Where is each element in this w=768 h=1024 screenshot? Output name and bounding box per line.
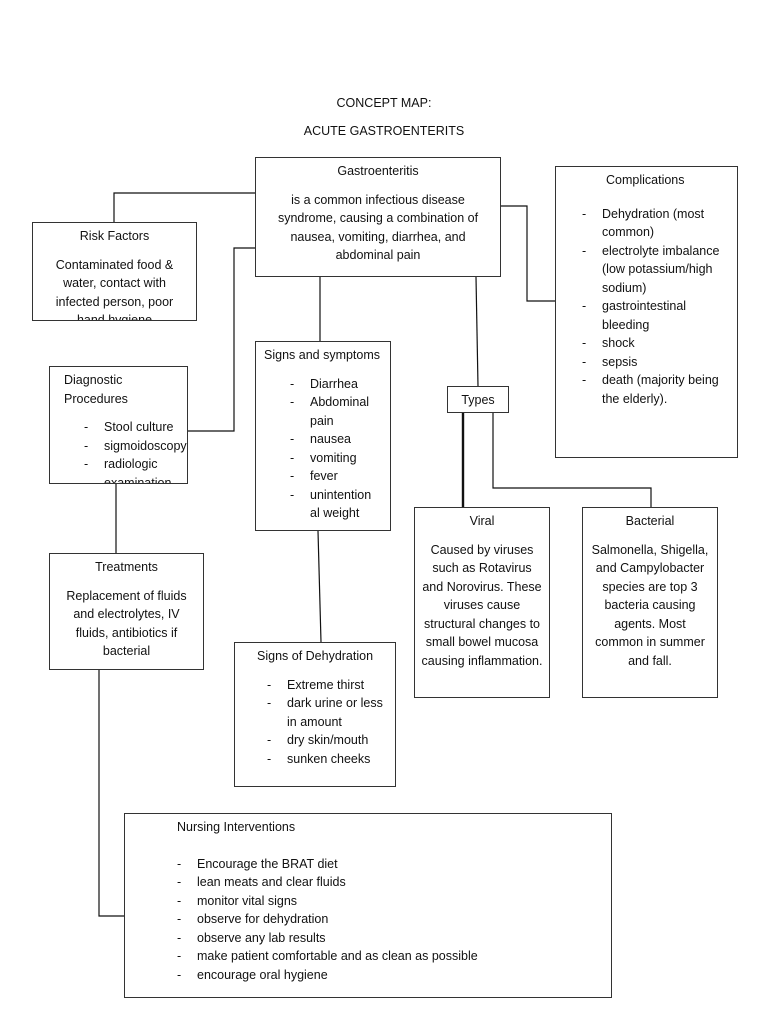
complications-item: death (majority being the elderly). bbox=[580, 371, 727, 408]
complications-list: Dehydration (most common) electrolyte im… bbox=[580, 205, 727, 409]
complications-title: Complications bbox=[606, 173, 685, 187]
bacterial-box: Bacterial Salmonella, Shigella, and Camp… bbox=[582, 507, 718, 698]
complications-box: Complications Dehydration (most common) … bbox=[555, 166, 738, 458]
dehydration-item: sunken cheeks bbox=[265, 750, 387, 769]
connector-gastro-diagnostic bbox=[188, 247, 255, 432]
diagram-title-line2: ACUTE GASTROENTERITS bbox=[303, 124, 465, 138]
complications-item: electrolyte imbalance (low potassium/hig… bbox=[580, 242, 727, 298]
signs-symptoms-box: Signs and symptoms Diarrhea Abdominal pa… bbox=[255, 341, 391, 531]
diagram-title-line1: CONCEPT MAP: bbox=[336, 96, 432, 110]
nursing-item: observe any lab results bbox=[175, 929, 601, 948]
viral-box: Viral Caused by viruses such as Rotaviru… bbox=[414, 507, 550, 698]
diagnostic-procedures-title: Diagnostic Procedures bbox=[64, 373, 128, 406]
risk-factors-box: Risk Factors Contaminated food & water, … bbox=[32, 222, 197, 321]
nursing-item: Encourage the BRAT diet bbox=[175, 855, 601, 874]
nursing-item: encourage oral hygiene bbox=[175, 966, 601, 985]
dehydration-item: dark urine or less in amount bbox=[265, 694, 387, 731]
connector-signs-dehydration bbox=[317, 530, 322, 643]
bacterial-title: Bacterial bbox=[625, 514, 675, 528]
diagnostic-item: sigmoidoscopy bbox=[82, 437, 187, 456]
treatments-box: Treatments Replacement of fluids and ele… bbox=[49, 553, 204, 670]
signs-of-dehydration-list: Extreme thirst dark urine or less in amo… bbox=[265, 676, 387, 769]
risk-factors-body: Contaminated food & water, contact with … bbox=[55, 257, 174, 321]
gastroenteritis-body: is a common infectious disease syndrome,… bbox=[277, 192, 479, 263]
signs-of-dehydration-title: Signs of Dehydration bbox=[257, 649, 374, 663]
treatments-title: Treatments bbox=[95, 560, 158, 574]
signs-of-dehydration-box: Signs of Dehydration Extreme thirst dark… bbox=[234, 642, 396, 787]
complications-item: shock bbox=[580, 334, 727, 353]
bacterial-body: Salmonella, Shigella, and Campylobacter … bbox=[591, 542, 709, 668]
signs-item: Diarrhea bbox=[288, 375, 382, 394]
diagnostic-item: radiologic examination bbox=[82, 455, 181, 483]
connector-gastro-types bbox=[475, 276, 479, 387]
nursing-item: make patient comfortable and as clean as… bbox=[175, 947, 601, 966]
diagnostic-item: Stool culture bbox=[82, 418, 181, 437]
nursing-item: observe for dehydration bbox=[175, 910, 601, 929]
connector-treatments-nursing bbox=[98, 670, 124, 917]
signs-item: Abdominal pain bbox=[288, 393, 382, 430]
viral-title: Viral bbox=[469, 514, 495, 528]
complications-item: gastrointestinal bleeding bbox=[580, 297, 727, 334]
diagnostic-procedures-list: Stool culture sigmoidoscopy radiologic e… bbox=[82, 418, 187, 483]
signs-symptoms-list: Diarrhea Abdominal pain nausea vomiting … bbox=[288, 375, 382, 523]
signs-item: fever bbox=[288, 467, 382, 486]
risk-factors-title: Risk Factors bbox=[79, 229, 150, 243]
nursing-interventions-list: Encourage the BRAT diet lean meats and c… bbox=[175, 855, 601, 985]
signs-item: vomiting bbox=[288, 449, 382, 468]
complications-item: Dehydration (most common) bbox=[580, 205, 727, 242]
gastroenteritis-box: Gastroenteritis is a common infectious d… bbox=[255, 157, 501, 277]
diagnostic-procedures-box: Diagnostic Procedures Stool culture sigm… bbox=[49, 366, 188, 484]
types-box: Types bbox=[447, 386, 509, 413]
nursing-interventions-title: Nursing Interventions bbox=[177, 820, 296, 834]
connector-gastro-complications bbox=[501, 205, 555, 302]
dehydration-item: dry skin/mouth bbox=[265, 731, 387, 750]
signs-item: unintention al weight bbox=[288, 486, 382, 523]
viral-body: Caused by viruses such as Rotavirus and … bbox=[421, 542, 543, 668]
nursing-item: monitor vital signs bbox=[175, 892, 601, 911]
treatments-body: Replacement of fluids and electrolytes, … bbox=[66, 588, 187, 659]
types-title: Types bbox=[461, 393, 495, 407]
nursing-item: lean meats and clear fluids bbox=[175, 873, 601, 892]
signs-symptoms-title: Signs and symptoms bbox=[264, 348, 381, 362]
connector-gastro-risk bbox=[113, 192, 255, 222]
nursing-interventions-box: Nursing Interventions Encourage the BRAT… bbox=[124, 813, 612, 998]
signs-item: nausea bbox=[288, 430, 382, 449]
connector-types-bacterial bbox=[492, 413, 652, 508]
dehydration-item: Extreme thirst bbox=[265, 676, 387, 695]
gastroenteritis-title: Gastroenteritis bbox=[337, 164, 419, 178]
complications-item: sepsis bbox=[580, 353, 727, 372]
